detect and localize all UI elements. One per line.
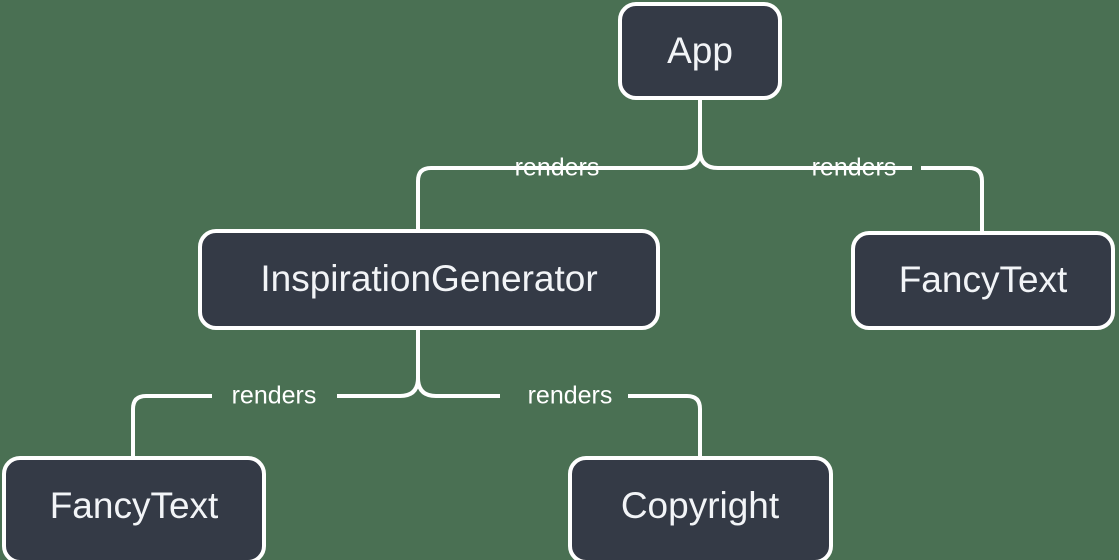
edge-inspiration-to-fancytext-bottom-elbow [131,394,212,456]
node-app-label: App [667,30,733,71]
node-copyright[interactable]: Copyright [568,456,833,560]
node-app-box[interactable] [618,2,782,100]
edge-label-app-to-fancytext-right: renders [812,154,897,182]
node-fancytext-bottom[interactable]: FancyText [2,456,266,560]
edge-app-fork-right [698,149,782,170]
edge-app-to-inspiration-elbow [416,166,498,229]
edge-inspiration-fork-right [416,377,492,398]
node-fancytext-right[interactable]: FancyText [851,231,1115,330]
node-app[interactable]: App [618,2,782,100]
node-fancytext-bottom-label: FancyText [50,485,219,526]
node-fancytext-right-label: FancyText [899,259,1068,300]
edge-app-fork-left [618,149,702,170]
edge-inspiration-to-copyright-elbow [628,394,702,456]
node-inspiration-generator-box[interactable] [198,229,660,330]
node-copyright-box[interactable] [568,456,833,560]
edge-label-inspiration-to-copyright: renders [528,382,613,410]
node-fancytext-bottom-box[interactable] [2,456,266,560]
edge-label-app-to-inspiration: renders [515,154,600,182]
node-fancytext-right-box[interactable] [851,231,1115,330]
node-copyright-label: Copyright [621,485,780,526]
node-inspiration-generator[interactable]: InspirationGenerator [198,229,660,330]
edge-inspiration-fork-left [345,377,420,398]
edge-label-inspiration-to-fancytext-bottom: renders [232,382,317,410]
node-inspiration-generator-label: InspirationGenerator [260,258,597,299]
edge-app-to-fancytext-right-elbow [782,166,984,231]
